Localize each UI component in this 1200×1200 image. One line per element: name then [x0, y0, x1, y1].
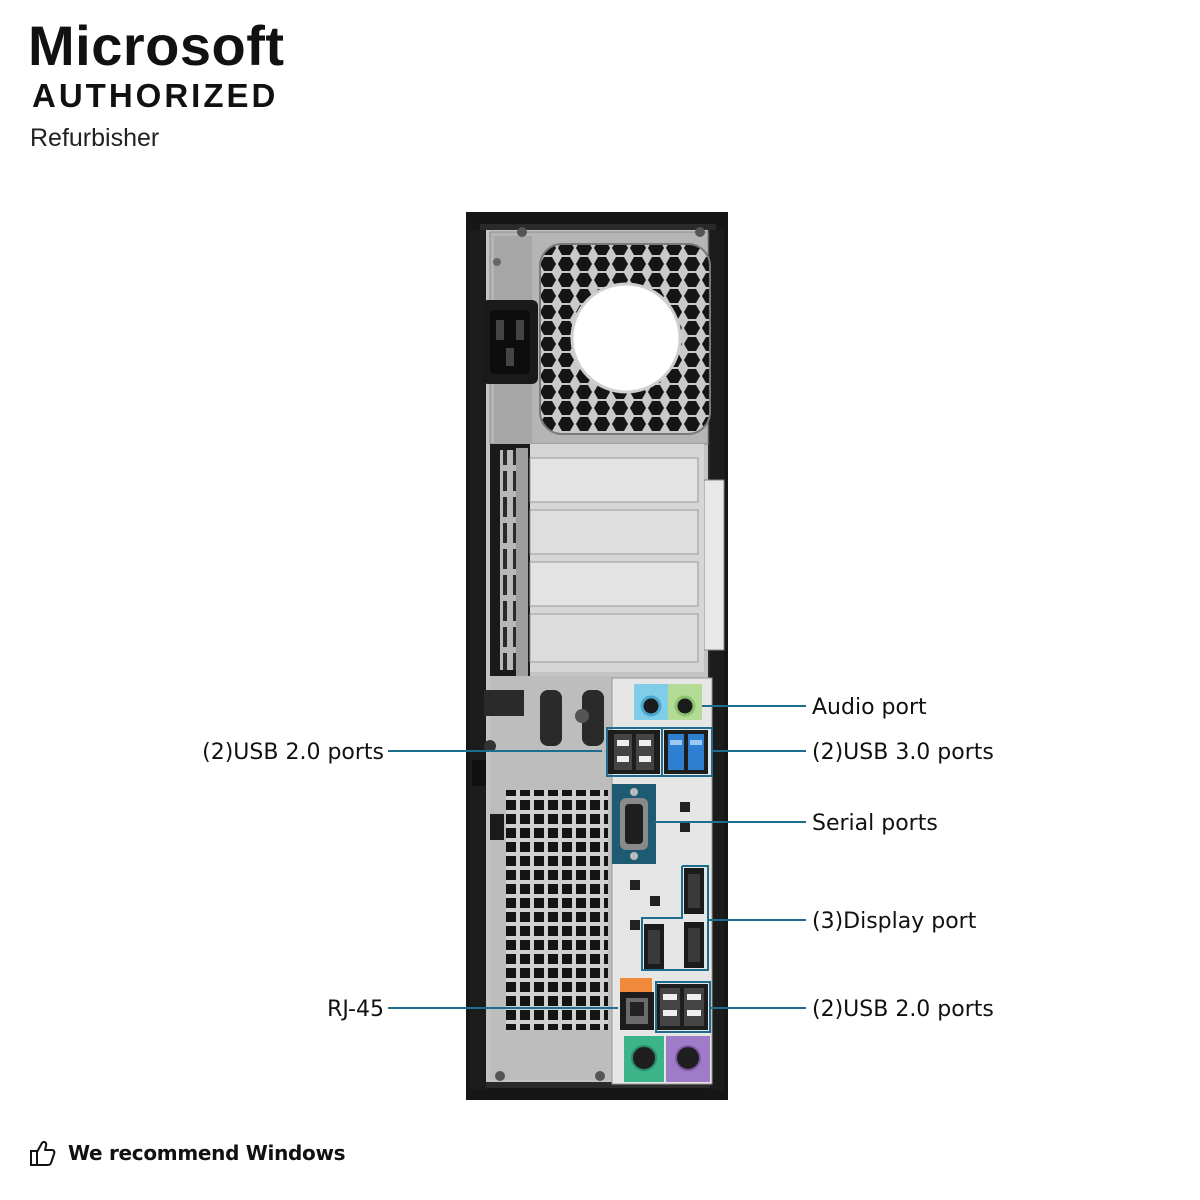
- audio-line-in-jack: [640, 695, 662, 717]
- brand-authorized: AUTHORIZED: [32, 77, 279, 114]
- brand-refurbisher: Refurbisher: [30, 124, 160, 152]
- callout-lines: [388, 705, 806, 1033]
- label-display-ports: (3)Display port: [812, 909, 977, 934]
- microsoft-authorized-logo: Microsoft AUTHORIZED Refurbisher: [28, 14, 285, 156]
- expansion-slots: [490, 444, 704, 680]
- power-supply: [482, 227, 711, 446]
- label-serial-ports: Serial ports: [812, 811, 938, 836]
- ps2-mouse-port: [631, 1045, 657, 1071]
- label-usb2-ports-left: (2)USB 2.0 ports: [202, 740, 384, 765]
- brand-microsoft: Microsoft: [28, 14, 285, 77]
- lower-panel: [472, 676, 614, 1081]
- ps2-keyboard-port: [675, 1045, 701, 1071]
- label-audio-port: Audio port: [812, 695, 927, 720]
- label-rj45: RJ-45: [327, 997, 384, 1022]
- vent-grid: [506, 790, 608, 1030]
- thumbs-up-icon: [30, 1141, 56, 1166]
- label-usb2-ports-right: (2)USB 2.0 ports: [812, 997, 994, 1022]
- footer-recommend: We recommend Windows: [28, 1138, 346, 1168]
- footer-text: We recommend Windows: [68, 1141, 346, 1165]
- io-panel: [608, 677, 713, 1085]
- audio-line-out-jack: [674, 695, 696, 717]
- label-usb3-ports: (2)USB 3.0 ports: [812, 740, 994, 765]
